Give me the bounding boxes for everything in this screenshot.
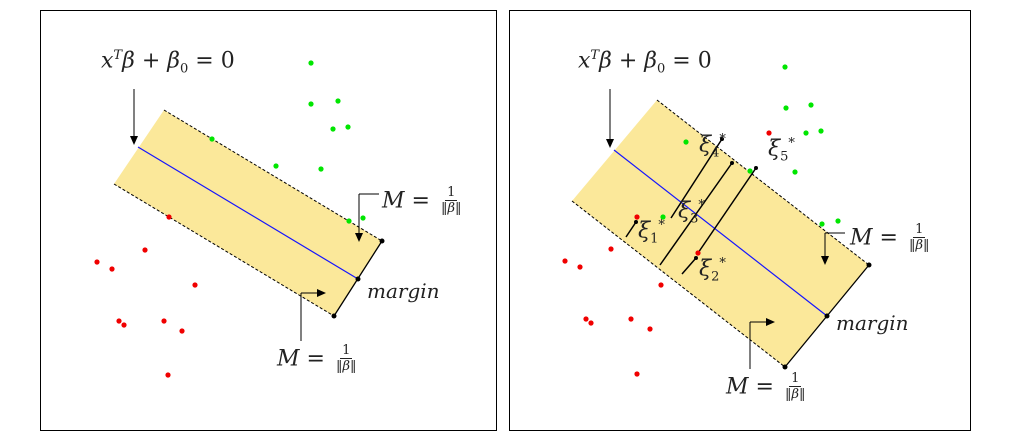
slack-arrow-1 — [625, 220, 638, 238]
point-positive — [808, 102, 814, 108]
hyperplane-line — [137, 146, 359, 280]
margin-word: margin — [836, 311, 909, 335]
point-negative — [116, 318, 122, 324]
point-positive — [783, 105, 789, 111]
point-positive — [683, 139, 689, 145]
panel-nonseparable: xTβ + β0 = 0 ξ4* ξ5* ξ3* ξ1* ξ2* M = 1‖β… — [509, 10, 971, 431]
margin-top-pointer — [821, 232, 845, 265]
point-positive — [792, 169, 798, 175]
point-negative — [628, 316, 634, 322]
point-negative — [109, 266, 115, 272]
panel-separable: xTβ + β0 = 0 M = 1‖β‖ margin M = 1‖β‖ — [40, 10, 497, 431]
point-negative — [562, 258, 568, 264]
margin-label-top: M = 1‖β‖ — [850, 222, 930, 254]
hyperplane-equation: xTβ + β0 = 0 — [101, 48, 235, 77]
margin-measure — [782, 262, 872, 370]
slack-label-3: ξ3* — [678, 198, 705, 227]
margin-label-top: M = 1‖β‖ — [382, 185, 462, 217]
margin-bottom-pointer — [749, 318, 775, 369]
point-positive — [782, 64, 788, 70]
point-positive — [209, 136, 215, 142]
point-negative — [165, 372, 171, 378]
margin-bottom-pointer — [300, 289, 326, 341]
point-negative — [766, 130, 772, 136]
point-positive — [835, 218, 841, 224]
slack-label-1: ξ1* — [638, 218, 665, 247]
point-positive — [818, 128, 824, 134]
point-negative — [94, 259, 100, 265]
point-positive — [308, 101, 314, 107]
slack-label-2: ξ2* — [699, 256, 726, 285]
point-negative — [142, 247, 148, 253]
points-positive — [660, 64, 841, 227]
margin-measure — [331, 238, 385, 319]
slack-arrow-2 — [681, 256, 698, 275]
slack-label-4: ξ4* — [699, 132, 726, 161]
margin-top-pointer — [355, 193, 379, 242]
slack-arrow-4 — [670, 137, 724, 219]
hyperplane-line — [613, 149, 828, 317]
hyperplane-equation: xTβ + β0 = 0 — [578, 48, 712, 77]
point-positive — [803, 130, 809, 136]
point-positive — [308, 60, 314, 66]
point-negative — [583, 316, 589, 322]
svm-diagram-separable — [94, 60, 385, 378]
point-negative — [695, 250, 701, 256]
hyperplane-pointer — [130, 89, 138, 145]
point-positive — [335, 98, 341, 104]
margin-boundary-upper — [163, 109, 383, 242]
point-negative — [608, 246, 614, 252]
slack-arrow-3 — [659, 161, 734, 266]
hyperplane-pointer — [606, 89, 614, 148]
point-positive — [360, 215, 366, 221]
svm-diagram-nonseparable — [562, 64, 872, 377]
points-negative — [562, 130, 772, 377]
point-positive — [273, 163, 279, 169]
slack-label-5: ξ5* — [768, 136, 795, 165]
point-negative — [121, 322, 127, 328]
point-negative — [634, 371, 640, 377]
points-positive — [209, 60, 366, 224]
point-negative — [634, 214, 640, 220]
margin-word: margin — [367, 279, 440, 303]
point-negative — [161, 318, 167, 324]
margin-label-bottom: M = 1‖β‖ — [726, 371, 806, 403]
point-negative — [588, 320, 594, 326]
point-positive — [345, 124, 351, 130]
point-negative — [192, 282, 198, 288]
point-positive — [346, 218, 352, 224]
margin-label-bottom: M = 1‖β‖ — [277, 343, 357, 375]
point-positive — [330, 126, 336, 132]
points-negative — [94, 214, 198, 378]
margin-boundary-lower — [113, 183, 335, 317]
point-positive — [747, 168, 753, 174]
point-negative — [647, 326, 653, 332]
point-negative — [166, 214, 172, 220]
point-negative — [658, 282, 664, 288]
point-negative — [577, 264, 583, 270]
point-positive — [660, 214, 666, 220]
slack-arrow-5 — [697, 166, 758, 254]
point-negative — [179, 328, 185, 334]
point-positive — [819, 221, 825, 227]
point-positive — [318, 166, 324, 172]
